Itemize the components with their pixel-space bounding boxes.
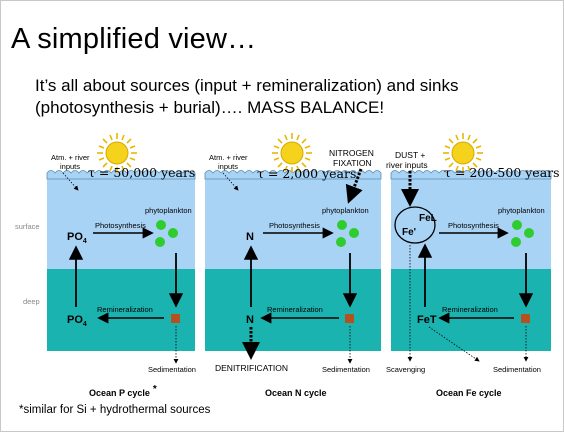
phytoplankton-cell bbox=[337, 220, 347, 230]
wave-fe bbox=[390, 170, 552, 180]
fe-sedimentation-arrow bbox=[428, 326, 480, 362]
phytoplankton-label: phytoplankton bbox=[498, 206, 545, 215]
ocean-n-panel: Atm. + river inputs NITROGEN FIXATION ph… bbox=[204, 132, 382, 398]
nutrient-deep: PO4 bbox=[67, 314, 87, 328]
sediment-particle bbox=[171, 314, 180, 323]
nitrogen-fixation-label-line1: NITROGEN bbox=[329, 148, 374, 158]
nutrient-deep: N bbox=[246, 314, 254, 326]
nutrient-deep: FeT bbox=[417, 314, 437, 326]
photosynthesis-label: Photosynthesis bbox=[95, 221, 146, 230]
sedimentation-label: Sedimentation bbox=[493, 365, 541, 374]
residence-time-p: τ = 50,000 years bbox=[88, 165, 196, 180]
nutrient-surface: PO4 bbox=[67, 231, 87, 245]
deep-water-n bbox=[205, 269, 381, 351]
remineralization-label: Remineralization bbox=[442, 305, 498, 314]
sediment-particle bbox=[345, 314, 354, 323]
sediment-particle bbox=[521, 314, 530, 323]
dust-inputs-label-line2: river inputs bbox=[386, 160, 428, 170]
deep-layer-label: deep bbox=[23, 297, 40, 306]
dust-inputs-label-line1: DUST + bbox=[395, 150, 425, 160]
phytoplankton-cell bbox=[156, 220, 166, 230]
phytoplankton-cell bbox=[349, 228, 359, 238]
deep-water-fe bbox=[391, 269, 551, 351]
nitrogen-fixation-label-line2: FIXATION bbox=[333, 158, 372, 168]
input-arrow bbox=[62, 172, 79, 191]
sedimentation-label: Sedimentation bbox=[322, 365, 370, 374]
slide-body-text: It’s all about sources (input + reminera… bbox=[35, 76, 459, 117]
inputs-label-line1: Atm. + river bbox=[51, 153, 90, 162]
residence-time-n: τ = 2,000 years bbox=[257, 166, 357, 181]
iron-species-circle bbox=[394, 206, 436, 244]
remineralization-label: Remineralization bbox=[267, 305, 323, 314]
nitrogen-fixation-arrow bbox=[345, 168, 363, 204]
denitrification-label: DENITRIFICATION bbox=[215, 363, 288, 373]
surface-layer-label: surface bbox=[15, 222, 40, 231]
residence-time-fe: τ = 200-500 years bbox=[444, 165, 560, 180]
remineralization-label: Remineralization bbox=[97, 305, 153, 314]
panel-caption: Ocean P cycle* bbox=[89, 384, 157, 398]
slide-title: A simplified view… bbox=[11, 23, 257, 55]
photosynthesis-label: Photosynthesis bbox=[448, 221, 499, 230]
deep-water-p bbox=[47, 269, 195, 351]
phytoplankton-label: phytoplankton bbox=[145, 206, 192, 215]
panel-caption: Ocean N cycle bbox=[265, 388, 327, 398]
wave-p bbox=[46, 170, 196, 180]
phytoplankton-cell bbox=[511, 237, 521, 247]
panel-caption: Ocean Fe cycle bbox=[436, 388, 502, 398]
wave-n bbox=[204, 170, 382, 180]
inputs-label-line2: inputs bbox=[60, 162, 80, 171]
phytoplankton-cell bbox=[336, 237, 346, 247]
ocean-fe-panel: DUST + river inputs FeL Fe' phytoplankto… bbox=[386, 132, 552, 398]
phytoplankton-cell bbox=[168, 228, 178, 238]
inputs-label-line1: Atm. + river bbox=[209, 153, 248, 162]
phytoplankton-cell bbox=[512, 220, 522, 230]
fel-label: FeL bbox=[419, 213, 437, 224]
phytoplankton-cell bbox=[524, 228, 534, 238]
scavenging-label: Scavenging bbox=[386, 365, 425, 374]
footnote: *similar for Si + hydrothermal sources bbox=[19, 404, 211, 416]
fe-prime-label: Fe' bbox=[402, 227, 416, 238]
input-arrow bbox=[222, 172, 239, 191]
phytoplankton-cell bbox=[155, 237, 165, 247]
ocean-p-panel: Atm. + river inputs phytoplankton PO4 Ph… bbox=[46, 132, 196, 398]
sedimentation-label: Sedimentation bbox=[148, 365, 196, 374]
nutrient-surface: N bbox=[246, 231, 254, 243]
photosynthesis-label: Photosynthesis bbox=[269, 221, 320, 230]
inputs-label-line2: inputs bbox=[218, 162, 238, 171]
phytoplankton-label: phytoplankton bbox=[322, 206, 369, 215]
